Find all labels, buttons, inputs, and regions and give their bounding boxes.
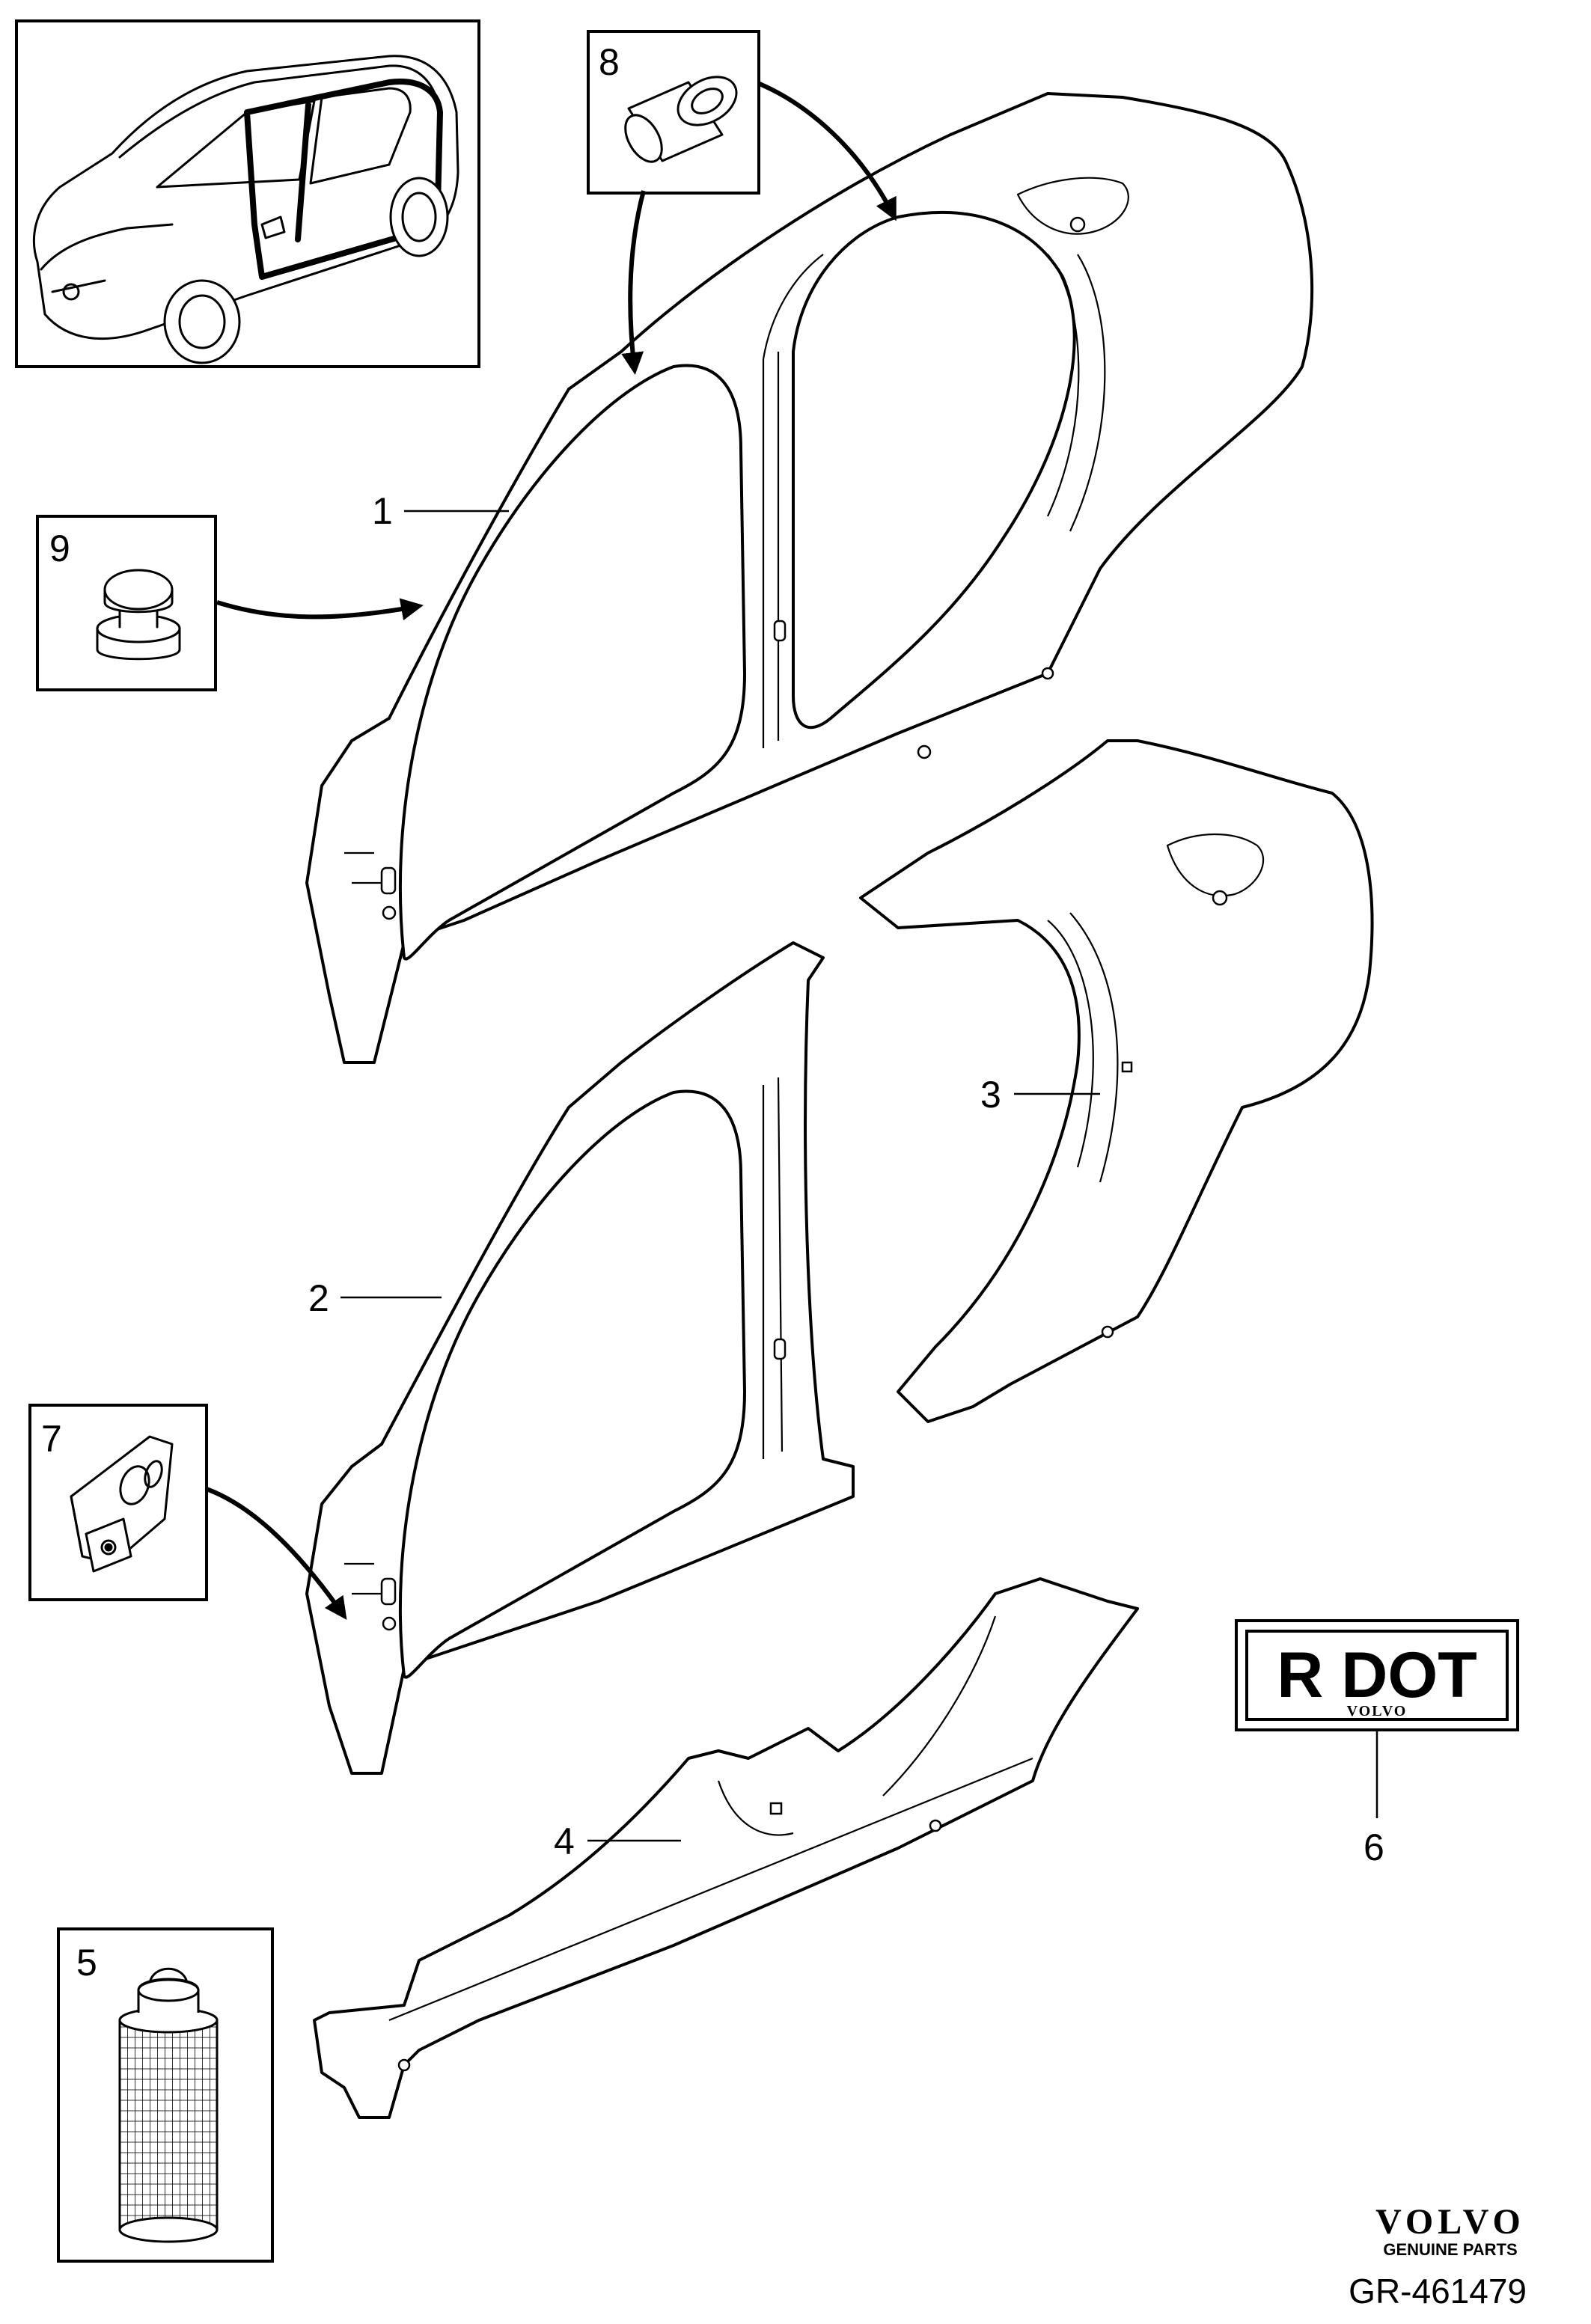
callout-4: 4 (554, 1820, 575, 1862)
part-1-side-panel-complete (305, 92, 1314, 1064)
callout-5: 5 (76, 1942, 97, 1984)
bushing-illustration (624, 76, 738, 163)
button-plug-illustration (96, 569, 181, 661)
callout-2: 2 (308, 1277, 329, 1319)
car-illustration (32, 55, 459, 364)
inset-part-8: 8 (587, 30, 760, 195)
brand-block: VOLVO GENUINE PARTS GR-461479 (1349, 2202, 1527, 2311)
inset-part-5: 5 (57, 1927, 274, 2263)
callout-7: 7 (41, 1418, 62, 1460)
bracket-illustration (70, 1435, 174, 1573)
inset-part-7: 7 (28, 1404, 208, 1601)
label-main-text: R DOT (1277, 1639, 1477, 1711)
volvo-logo-text: VOLVO (1375, 2202, 1525, 2242)
brand-tagline: GENUINE PARTS (1383, 2240, 1517, 2259)
part-3-rear-quarter-panel (859, 739, 1374, 1423)
inset-part-9: 9 (36, 515, 217, 691)
callout-1: 1 (372, 490, 393, 532)
part-2-front-pillar-section (305, 941, 855, 1775)
callout-6: 6 (1364, 1826, 1384, 1868)
callouts: 1 2 3 4 6 (308, 490, 1384, 1868)
part-4-sill-panel (313, 1577, 1139, 2119)
reference-code: GR-461479 (1349, 2272, 1527, 2311)
label-sub-text: VOLVO (1347, 1703, 1408, 1719)
arrows (205, 82, 897, 1620)
spray-can-illustration (118, 1967, 219, 2243)
callout-8: 8 (599, 41, 620, 83)
callout-3: 3 (980, 1074, 1001, 1116)
r-dot-label-plate: R DOT VOLVO (1235, 1619, 1519, 1731)
car-overview-inset (15, 19, 480, 368)
callout-9: 9 (49, 528, 70, 569)
